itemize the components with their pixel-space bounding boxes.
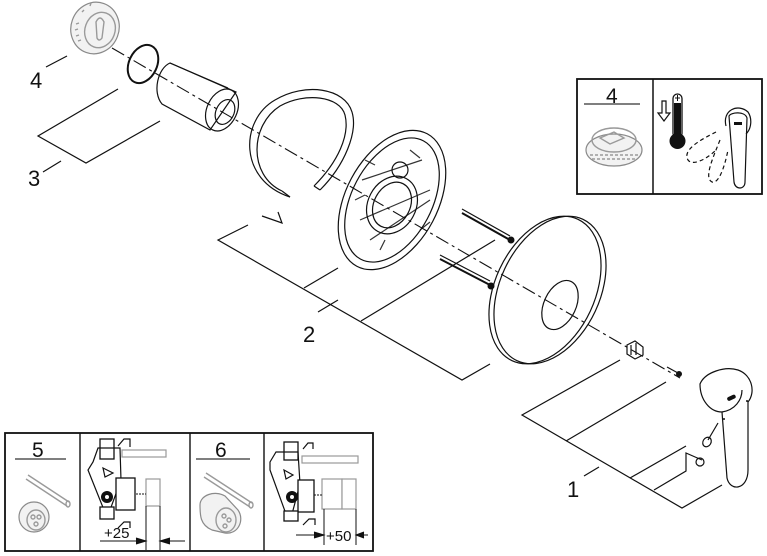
callout-2-label: 2 (303, 322, 315, 347)
cartridge-icon (18, 501, 50, 533)
arrow-down-icon (656, 100, 672, 122)
adapter-part (626, 340, 644, 360)
callout-3-label: 3 (28, 166, 40, 191)
valve-body-icon (87, 438, 185, 550)
extension-panel-5: 5 (15, 438, 185, 550)
temperature-limiter-part (70, 1, 120, 55)
mounting-plate-part (337, 129, 447, 271)
extension-panel-6: 6 (196, 439, 368, 545)
extension-6-dimension: +50 (326, 528, 351, 545)
lever-handle-part (699, 368, 753, 488)
mounting-screws-part (439, 208, 515, 290)
extension-6-number: 6 (215, 439, 227, 462)
inset-temperature-number: 4 (606, 85, 618, 108)
temperature-limiter-inset: 4 (576, 78, 763, 195)
extension-rod-icon (203, 472, 254, 509)
extension-5-dimension: +25 (104, 525, 129, 542)
temperature-limiter-icon (585, 127, 643, 167)
assembly-axis-line (111, 47, 681, 379)
clip-ring-part (249, 88, 354, 224)
thermometer-icon (669, 93, 686, 149)
callout-1-label: 1 (567, 477, 579, 502)
callout-4-label: 4 (30, 68, 42, 93)
extension-5-number: 5 (32, 439, 44, 462)
cartridge-icon (199, 492, 242, 534)
extension-rod-icon (25, 474, 71, 508)
callout-3-bracket (36, 88, 161, 173)
lever-rotation-icon (686, 107, 752, 189)
callout-2-bracket (216, 224, 496, 381)
extension-sleeve-part (156, 62, 240, 132)
set-screw-part (695, 422, 719, 467)
o-ring-part (126, 43, 160, 85)
valve-body-icon (269, 441, 368, 545)
extension-insets: 5 (4, 432, 374, 552)
escutcheon-plate-part (488, 215, 607, 365)
callout-1-bracket (520, 359, 723, 509)
callout-4-leader (45, 55, 68, 68)
handle-screw-part (666, 366, 682, 377)
